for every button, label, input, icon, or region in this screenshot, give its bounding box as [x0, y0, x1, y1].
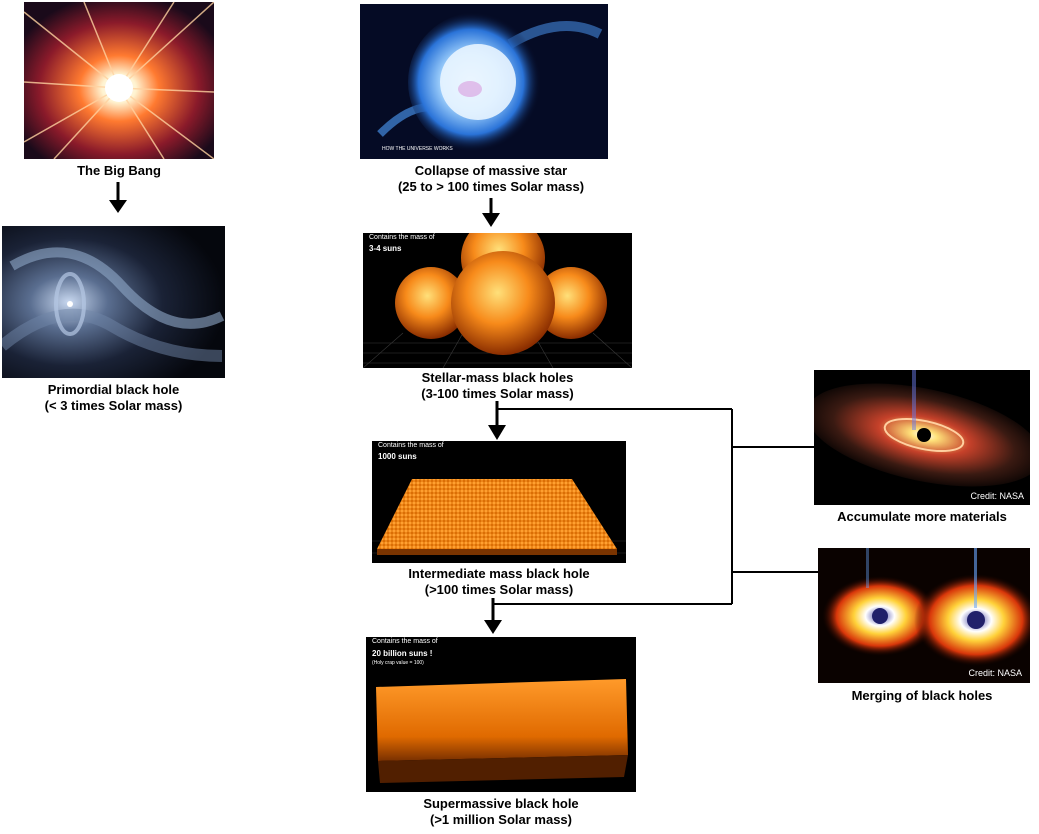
arrow-stellar-to-intermediate [488, 401, 506, 440]
supermassive-overlay-line3: (Holy crap value = 100) [372, 660, 424, 666]
merge-bracket [493, 408, 818, 605]
supermassive-overlay-line1: Contains the mass of [372, 638, 438, 645]
accumulate-materials-image: Credit: NASA [814, 370, 1030, 505]
intermediate-overlay-line2: 1000 suns [378, 452, 417, 461]
stellar-mass-caption: Stellar-mass black holes (3-100 times So… [421, 370, 574, 401]
collapse-watermark: HOW THE UNIVERSE WORKS [382, 146, 453, 152]
big-bang-caption: The Big Bang [77, 163, 161, 178]
primordial-black-hole-image [2, 226, 225, 378]
big-bang-image [24, 2, 214, 159]
merging-black-holes-image: Credit: NASA [818, 548, 1030, 683]
arrow-bigbang-to-primordial [109, 182, 127, 213]
merging-credit: Credit: NASA [968, 668, 1022, 678]
stellar-overlay-line1: Contains the mass of [369, 234, 435, 241]
stellar-mass-image: Contains the mass of 3-4 suns [363, 233, 632, 368]
intermediate-mass-image: Contains the mass of 1000 suns [372, 441, 626, 563]
arrow-intermediate-to-supermassive [484, 598, 502, 634]
intermediate-overlay-line1: Contains the mass of [378, 442, 444, 449]
collapse-massive-star-image: HOW THE UNIVERSE WORKS [360, 4, 608, 159]
primordial-black-hole-caption: Primordial black hole (< 3 times Solar m… [44, 382, 183, 413]
accumulate-materials-caption: Accumulate more materials [837, 509, 1007, 524]
arrow-collapse-to-stellar [482, 198, 500, 227]
accumulate-credit: Credit: NASA [970, 491, 1024, 501]
supermassive-image: Contains the mass of 20 billion suns ! (… [366, 637, 636, 792]
supermassive-overlay-line2: 20 billion suns ! [372, 649, 433, 658]
supermassive-caption: Supermassive black hole (>1 million Sola… [423, 796, 579, 827]
collapse-massive-star-caption: Collapse of massive star (25 to > 100 ti… [397, 163, 585, 194]
intermediate-mass-caption: Intermediate mass black hole (>100 times… [408, 566, 590, 597]
merging-black-holes-caption: Merging of black holes [851, 688, 993, 703]
stellar-overlay-line2: 3-4 suns [369, 244, 402, 253]
